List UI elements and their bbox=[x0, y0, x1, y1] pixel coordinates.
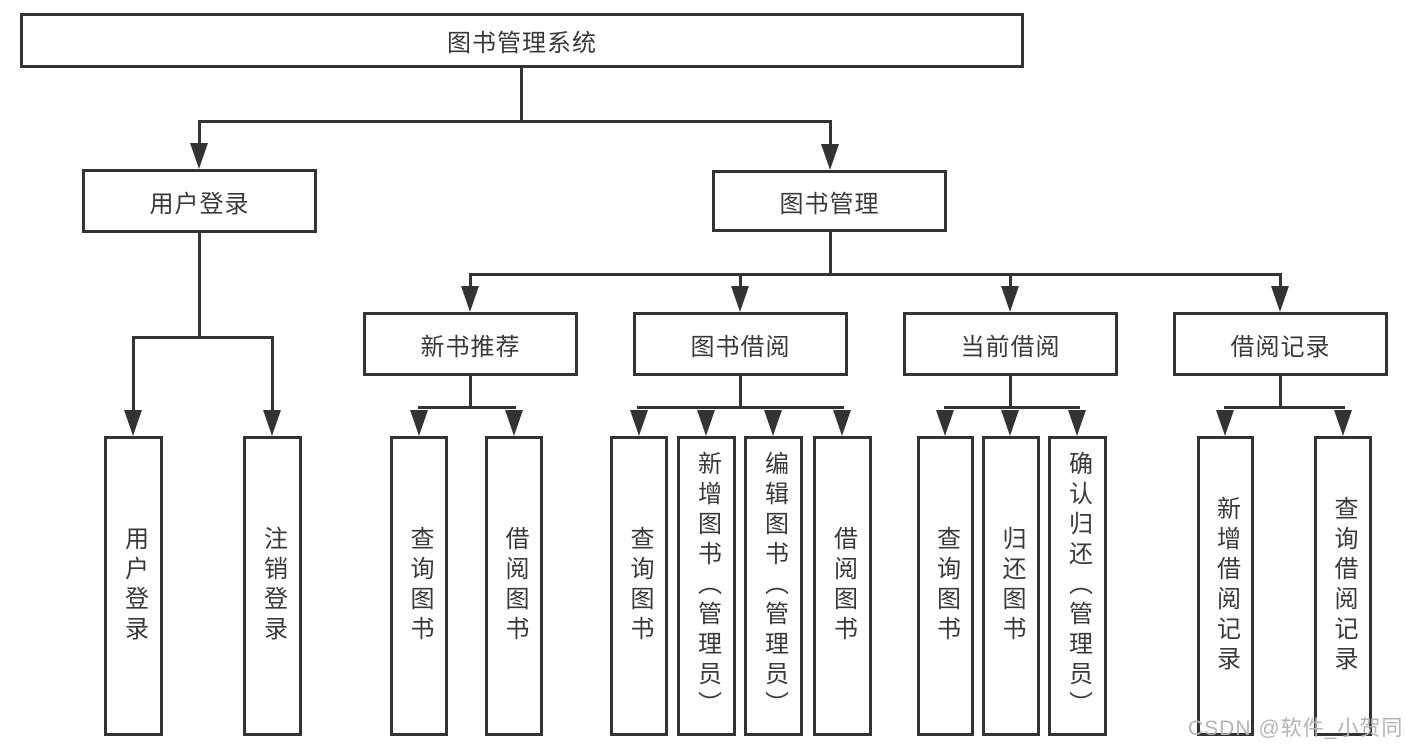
leaf-bb-add-book: 新增图书（管理员） bbox=[677, 436, 736, 736]
connector-recommend-h bbox=[418, 406, 516, 409]
connector-user-login-stub bbox=[198, 233, 201, 339]
node-book-management-label: 图书管理 bbox=[779, 190, 880, 218]
leaf-rec-borrow-book-label: 借阅图书 bbox=[501, 526, 528, 646]
leaf-cur-confirm-return-label: 确认归还（管理员） bbox=[1064, 451, 1092, 721]
arrowhead-new-book-recommend bbox=[461, 286, 479, 312]
connector-root-v-right bbox=[829, 120, 832, 147]
arrowhead-bb-borrow-book bbox=[833, 410, 851, 436]
connector-root-stub bbox=[520, 68, 523, 123]
connector-current-h bbox=[944, 406, 1080, 409]
leaf-rec-query-book: 查询图书 bbox=[390, 436, 448, 736]
node-current-borrow-label: 当前借阅 bbox=[960, 333, 1061, 361]
leaf-logout-label: 注销登录 bbox=[259, 526, 287, 646]
arrowhead-rec-query-book bbox=[410, 410, 428, 436]
leaf-bb-edit-book-label: 编辑图书（管理员） bbox=[760, 451, 788, 721]
leaf-cur-query-book-label: 查询图书 bbox=[932, 526, 960, 646]
node-root: 图书管理系统 bbox=[20, 13, 1024, 68]
node-root-label: 图书管理系统 bbox=[447, 30, 597, 57]
node-new-book-recommend: 新书推荐 bbox=[363, 312, 578, 376]
leaf-cur-return-book: 归还图书 bbox=[982, 436, 1040, 736]
connector-records-h bbox=[1224, 406, 1345, 409]
arrowhead-bb-add-book bbox=[697, 410, 715, 436]
leaf-record-query-label: 查询借阅记录 bbox=[1330, 496, 1357, 676]
leaf-bb-borrow-book-label: 借阅图书 bbox=[829, 526, 857, 646]
arrowhead-book-management bbox=[821, 144, 839, 170]
leaf-bb-query-book: 查询图书 bbox=[610, 436, 668, 736]
connector-borrow-h bbox=[637, 406, 844, 409]
node-book-management: 图书管理 bbox=[712, 170, 947, 232]
arrowhead-cur-confirm-return bbox=[1068, 410, 1086, 436]
arrowhead-cur-query-book bbox=[936, 410, 954, 436]
leaf-record-add: 新增借阅记录 bbox=[1197, 436, 1254, 736]
arrowhead-rec-borrow-book bbox=[505, 410, 523, 436]
leaf-user-login-label: 用户登录 bbox=[120, 526, 148, 646]
arrowhead-borrow-records bbox=[1271, 286, 1289, 312]
watermark-text: CSDN @软件_小贺同学 bbox=[1188, 717, 1405, 740]
connector-user-login-v1 bbox=[132, 336, 135, 412]
arrowhead-record-add bbox=[1216, 410, 1234, 436]
arrowhead-leaf-user-login bbox=[124, 410, 142, 436]
connector-book-mgmt-v3 bbox=[1009, 273, 1012, 288]
leaf-bb-borrow-book: 借阅图书 bbox=[813, 436, 872, 736]
node-current-borrow: 当前借阅 bbox=[903, 312, 1118, 376]
connector-book-mgmt-v4 bbox=[1279, 273, 1282, 288]
arrowhead-bb-query-book bbox=[630, 410, 648, 436]
node-book-borrow-label: 图书借阅 bbox=[690, 333, 791, 361]
arrowhead-leaf-logout bbox=[263, 410, 281, 436]
node-book-borrow: 图书借阅 bbox=[633, 312, 848, 376]
connector-root-v-left bbox=[198, 120, 201, 146]
node-borrow-records-label: 借阅记录 bbox=[1230, 333, 1331, 361]
node-user-login: 用户登录 bbox=[82, 169, 317, 233]
arrowhead-current-borrow bbox=[1001, 286, 1019, 312]
leaf-record-query: 查询借阅记录 bbox=[1314, 436, 1372, 736]
connector-records-stub bbox=[1279, 376, 1282, 409]
leaf-rec-borrow-book: 借阅图书 bbox=[485, 436, 543, 736]
connector-user-login-v2 bbox=[271, 336, 274, 412]
connector-root-h bbox=[198, 120, 832, 123]
leaf-cur-confirm-return: 确认归还（管理员） bbox=[1048, 436, 1107, 736]
leaf-logout: 注销登录 bbox=[243, 436, 302, 736]
connector-book-mgmt-v2 bbox=[739, 273, 742, 288]
connector-recommend-stub bbox=[469, 376, 472, 409]
node-user-login-label: 用户登录 bbox=[149, 190, 250, 218]
arrowhead-record-query bbox=[1334, 410, 1352, 436]
leaf-cur-return-book-label: 归还图书 bbox=[998, 526, 1025, 646]
leaf-cur-query-book: 查询图书 bbox=[917, 436, 974, 736]
connector-borrow-stub bbox=[739, 376, 742, 409]
arrowhead-user-login bbox=[190, 143, 208, 169]
leaf-rec-query-book-label: 查询图书 bbox=[406, 526, 433, 646]
connector-book-mgmt-v1 bbox=[469, 273, 472, 288]
arrowhead-book-borrow bbox=[731, 286, 749, 312]
leaf-record-add-label: 新增借阅记录 bbox=[1212, 496, 1240, 676]
connector-book-mgmt-stub bbox=[829, 232, 832, 276]
leaf-bb-query-book-label: 查询图书 bbox=[626, 526, 653, 646]
node-borrow-records: 借阅记录 bbox=[1173, 312, 1388, 376]
connector-book-mgmt-h bbox=[469, 273, 1282, 276]
leaf-user-login: 用户登录 bbox=[104, 436, 163, 736]
connector-user-login-h bbox=[132, 336, 274, 339]
arrowhead-bb-edit-book bbox=[764, 410, 782, 436]
connector-current-stub bbox=[1009, 376, 1012, 409]
leaf-bb-edit-book: 编辑图书（管理员） bbox=[744, 436, 803, 736]
node-new-book-recommend-label: 新书推荐 bbox=[420, 333, 521, 361]
arrowhead-cur-return-book bbox=[1001, 410, 1019, 436]
leaf-bb-add-book-label: 新增图书（管理员） bbox=[693, 451, 721, 721]
